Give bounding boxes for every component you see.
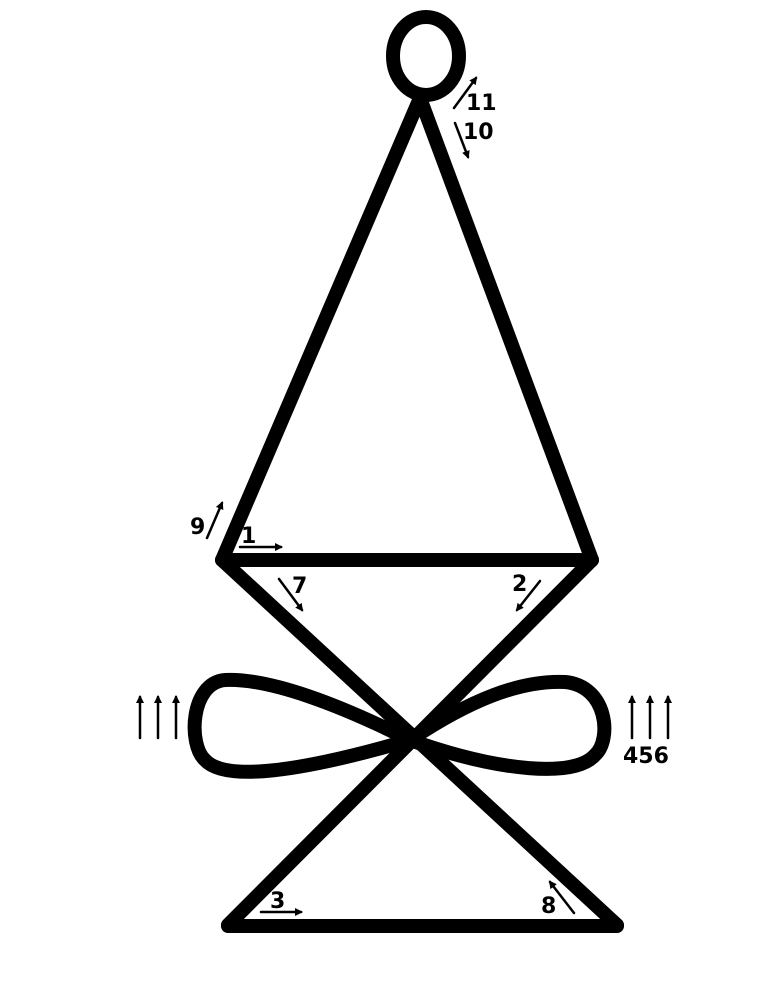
arrow-11-icon: [452, 76, 478, 110]
label-7: 7: [292, 574, 307, 599]
upper-triangle-shape: [215, 91, 599, 567]
top-loop-shape: [386, 10, 466, 102]
arrow-9-icon: [205, 501, 224, 540]
label-9: 9: [190, 515, 205, 540]
label-456: 456: [623, 744, 669, 769]
label-10: 10: [463, 120, 494, 145]
right-bow-loop: [403, 674, 612, 776]
arrow-10-icon: [453, 121, 470, 159]
label-1: 1: [241, 524, 256, 549]
arrow-8-icon: [548, 880, 576, 915]
label-2: 2: [512, 572, 527, 597]
arrow-7-icon: [277, 577, 304, 612]
label-3: 3: [270, 889, 285, 914]
label-8: 8: [541, 894, 556, 919]
arrow-2-icon: [515, 579, 542, 612]
label-11: 11: [466, 91, 497, 116]
left-bow-loop: [187, 672, 417, 779]
